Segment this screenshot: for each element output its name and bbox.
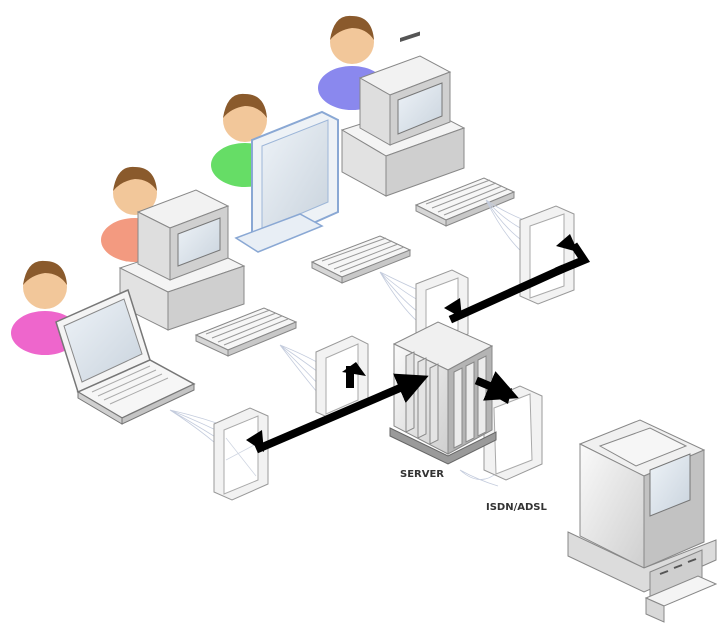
- access-point-5-icon: [483, 385, 543, 481]
- keyboard-3-icon: [194, 307, 298, 357]
- desktop-computer-1-icon: [340, 31, 466, 197]
- cable-arrow-3-icon: [444, 298, 462, 318]
- access-point-1-icon: [213, 407, 269, 501]
- keyboard-1-icon: [414, 177, 516, 227]
- remote-workstation-icon: [567, 419, 717, 623]
- keyboard-2-icon: [310, 235, 412, 284]
- access-point-2-icon: [315, 335, 369, 421]
- cable-arrow-4-icon: [556, 234, 578, 252]
- lcd-monitor-icon: [234, 110, 339, 253]
- access-point-4-icon: [519, 205, 575, 305]
- laptop-icon: [55, 288, 196, 425]
- server-label: SERVER: [400, 469, 444, 480]
- cable-arrow-1-icon: [246, 430, 264, 452]
- server-rack-icon: [389, 321, 497, 465]
- cable-arrow-2-icon: [342, 362, 366, 376]
- network-cables: [254, 242, 591, 454]
- cable-arrow-5-icon: [494, 388, 512, 404]
- connection-label: ISDN/ADSL: [486, 502, 547, 513]
- desktop-computer-2-icon: [118, 189, 246, 331]
